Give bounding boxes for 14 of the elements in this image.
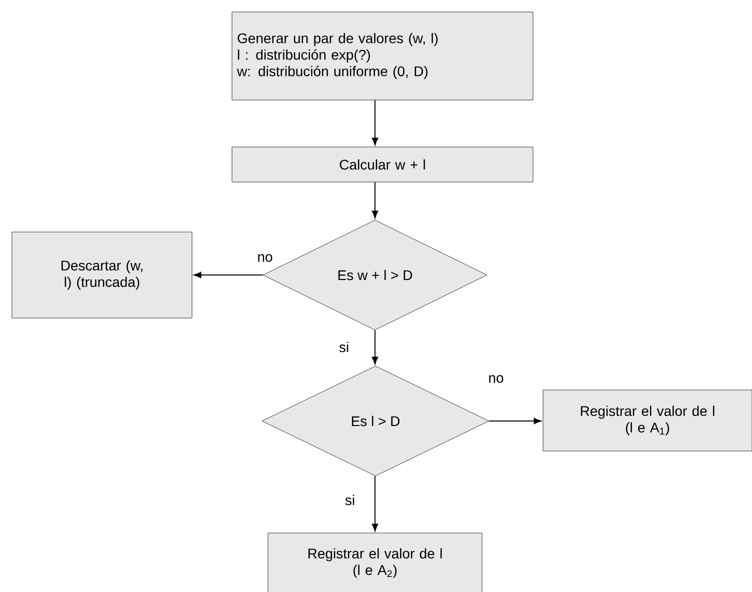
edge-label: si xyxy=(338,340,350,354)
process-box: Registrar el valor de l (l e A$_{2}$) xyxy=(268,532,482,592)
edge-label: si xyxy=(344,494,356,506)
process-box: Calcular w + l xyxy=(232,146,534,182)
process-box: Registrar el valor de l (l e A$_{1}$) xyxy=(542,390,752,452)
process-box: Generar un par de valores (w, l) l : distribución exp(?) w: distribución uniforme (0, D) xyxy=(232,12,534,100)
arrow xyxy=(372,476,378,532)
arrow xyxy=(372,182,378,218)
process-box: Descartar (w, l) (truncada) xyxy=(12,232,192,318)
edge-label: no xyxy=(487,374,505,384)
arrow xyxy=(372,100,378,146)
arrow xyxy=(372,330,378,364)
arrow xyxy=(488,418,542,424)
arrow xyxy=(194,272,264,278)
